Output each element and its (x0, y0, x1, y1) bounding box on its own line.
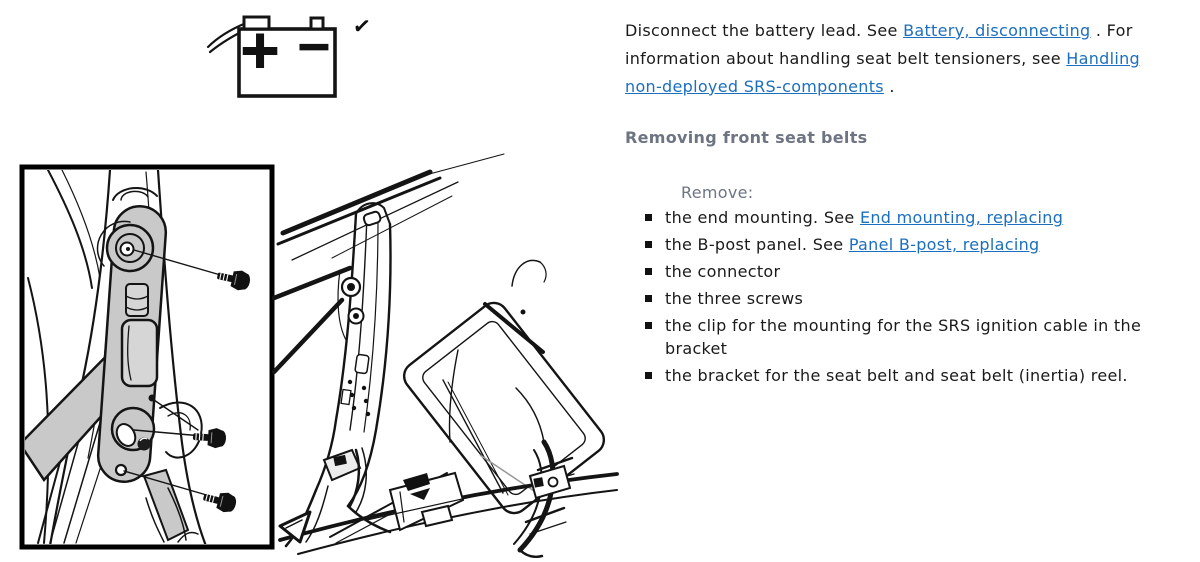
link-end-mounting-replacing[interactable]: End mounting, replacing (859, 208, 1064, 227)
b-pillar (284, 202, 392, 548)
list-item-text: the end mounting. See (665, 208, 860, 227)
section-heading: Removing front seat belts (625, 128, 868, 147)
list-item: the clip for the mounting for the SRS ig… (645, 314, 1173, 360)
link-battery-disconnecting[interactable]: Battery, disconnecting (903, 21, 1091, 40)
battery-positive-terminal (242, 15, 271, 31)
list-item-text: the three screws (665, 289, 804, 308)
intro-text: Disconnect the battery lead. See (625, 21, 904, 40)
battery-plus-symbol: + (238, 20, 282, 80)
list-item: the connector (645, 260, 1173, 283)
bpost-bracket-detail-figure (19, 164, 275, 550)
check-mark-icon: ✓ (351, 13, 372, 39)
list-item: the B-post panel. See Panel B-post, repl… (645, 233, 1173, 256)
list-item: the end mounting. See End mounting, repl… (645, 206, 1173, 229)
list-item-text: the connector (665, 262, 781, 281)
door-opening-edge (513, 387, 575, 558)
square-bullet-icon (645, 372, 652, 379)
procedure-lead: Remove: (681, 183, 754, 202)
leader-lines (123, 249, 225, 497)
battery-disconnect-figure: + − ✓ (206, 13, 373, 98)
car-bpost-overview-figure (272, 153, 619, 558)
list-item-text: the clip for the mounting for the SRS ig… (665, 316, 1142, 358)
square-bullet-icon (645, 295, 652, 302)
seat-belt-reel (142, 468, 199, 543)
link-panel-bpost-replacing[interactable]: Panel B-post, replacing (848, 235, 1040, 254)
link-handling-srs-components[interactable]: Handling non-deployed SRS-components (625, 49, 1140, 96)
battery-body (237, 27, 337, 98)
intro-text: . For information about handling seat be… (625, 21, 1133, 68)
list-item: the bracket for the seat belt and seat b… (645, 364, 1173, 387)
intro-paragraph: Disconnect the battery lead. See Battery… (625, 17, 1167, 101)
square-bullet-icon (645, 322, 652, 329)
list-item-text: the B-post panel. See (665, 235, 849, 254)
procedure-list: the end mounting. See End mounting, repl… (645, 206, 1173, 391)
seat-belt-bracket (96, 205, 168, 483)
battery-negative-terminal (309, 16, 325, 31)
intro-text: . (883, 77, 895, 96)
battery-minus-symbol: − (296, 21, 333, 72)
callout-wedge (272, 265, 353, 375)
list-item: the three screws (645, 287, 1173, 310)
list-item-text: the bracket for the seat belt and seat b… (665, 366, 1128, 385)
square-bullet-icon (645, 241, 652, 248)
square-bullet-icon (645, 214, 652, 221)
square-bullet-icon (645, 268, 652, 275)
